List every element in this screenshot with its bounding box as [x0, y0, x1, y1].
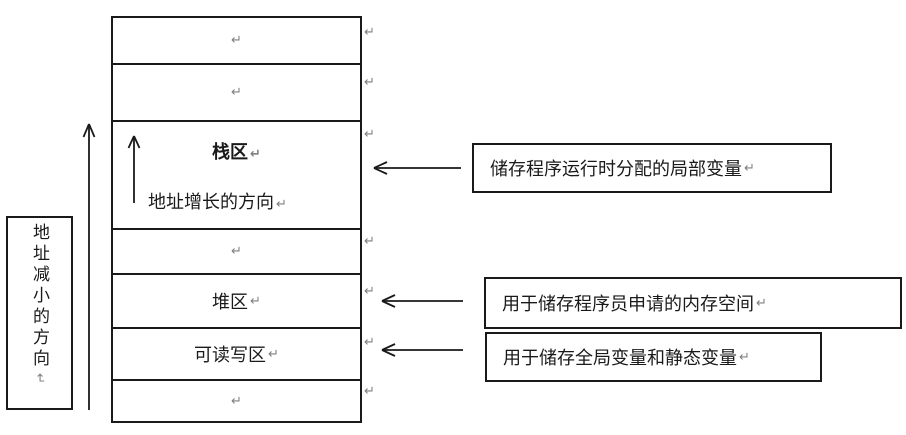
paragraph-mark: ↵: [364, 335, 375, 350]
line-break-mark: ↵: [32, 373, 47, 384]
read-write-area-label: 可读写区: [194, 345, 267, 365]
read-write-area-callout-text: 用于储存全局变量和静态变量: [503, 348, 737, 368]
memory-row-stack-area: 栈区↵ 地址增长的方向↵: [113, 120, 360, 228]
stack-area-callout-box: 储存程序运行时分配的局部变量↵: [472, 143, 832, 193]
memory-row-heap-area: 堆区↵: [113, 273, 360, 327]
stack-area-callout-arrow: [373, 161, 461, 175]
stack-area-label: 栈区: [212, 142, 249, 162]
address-growth-label: 地址增长的方向: [148, 192, 274, 212]
stack-area-callout-text: 储存程序运行时分配的局部变量: [490, 159, 742, 179]
memory-stack: ↵ ↵ 栈区↵ 地址增长的方向↵ ↵ 堆区↵ 可读写区↵: [111, 16, 362, 423]
memory-row-empty-2: ↵: [113, 63, 360, 120]
paragraph-mark: ↵: [364, 25, 375, 40]
paragraph-mark: ↵: [231, 244, 242, 259]
paragraph-mark: ↵: [739, 349, 750, 365]
stack-area-title: 栈区↵: [113, 138, 360, 164]
heap-area-callout-text: 用于储存程序员申请的内存空间: [502, 294, 754, 314]
paragraph-mark: ↵: [250, 293, 261, 309]
heap-area-callout-arrow: [381, 294, 463, 308]
read-write-area-callout-arrow: [381, 343, 463, 357]
memory-row-read-write-area: 可读写区↵: [113, 327, 360, 379]
memory-row-empty-3: ↵: [113, 228, 360, 273]
memory-row-empty-4: ↵: [113, 379, 360, 421]
memory-row-empty-1: ↵: [113, 18, 360, 63]
paragraph-mark: ↵: [756, 295, 767, 311]
address-decrease-label: 地址减小的方向: [30, 223, 49, 370]
read-write-area-callout-box: 用于储存全局变量和静态变量↵: [485, 332, 822, 382]
paragraph-mark: ↵: [364, 234, 375, 249]
address-growth-caption: 地址增长的方向↵: [148, 188, 287, 214]
paragraph-mark: ↵: [268, 346, 279, 362]
paragraph-mark: ↵: [231, 393, 242, 409]
paragraph-mark: ↵: [364, 284, 375, 299]
address-decrease-direction-arrow: [82, 123, 96, 410]
address-growth-arrow: [127, 135, 141, 203]
paragraph-mark: ↵: [231, 85, 242, 100]
heap-area-callout-box: 用于储存程序员申请的内存空间↵: [484, 277, 902, 329]
paragraph-mark: ↵: [364, 75, 375, 90]
paragraph-mark: ↵: [744, 160, 755, 176]
paragraph-mark: ↵: [231, 33, 242, 48]
paragraph-mark: ↵: [364, 384, 375, 399]
paragraph-mark: ↵: [276, 197, 287, 212]
address-decrease-label-box: 地址减小的方向 ↵: [6, 216, 73, 410]
heap-area-label: 堆区: [212, 292, 249, 312]
paragraph-mark: ↵: [364, 127, 375, 142]
paragraph-mark: ↵: [250, 147, 261, 162]
